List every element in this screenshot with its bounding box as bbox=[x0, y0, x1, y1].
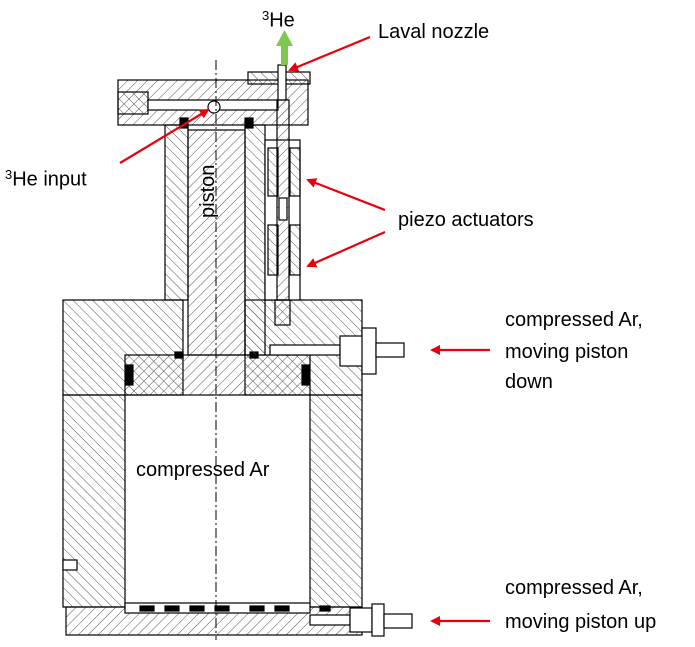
compressed-ar-chamber-label: compressed Ar bbox=[136, 459, 270, 481]
piston-label: piston bbox=[197, 164, 219, 218]
he3-outlet-arrow bbox=[276, 30, 293, 65]
he3-outlet-label: 3He bbox=[262, 8, 295, 32]
piezo-actuators-label: piezo actuators bbox=[398, 209, 534, 231]
annotation-arrows bbox=[119, 35, 490, 626]
ar-down-label-line1: compressed Ar, bbox=[505, 309, 643, 331]
upper-gas-port bbox=[269, 327, 405, 375]
piezo-stack bbox=[264, 99, 301, 326]
he3-input-label: 3He input bbox=[5, 167, 87, 191]
lower-gas-port bbox=[309, 603, 413, 637]
ar-up-label-line2: moving piston up bbox=[505, 611, 657, 633]
ar-up-label-line1: compressed Ar, bbox=[505, 577, 643, 599]
ar-down-label-line3: down bbox=[505, 371, 553, 393]
upper-cylinder bbox=[164, 124, 266, 356]
ar-down-label-line2: moving piston bbox=[505, 341, 629, 363]
laval-nozzle-label: Laval nozzle bbox=[378, 21, 490, 43]
